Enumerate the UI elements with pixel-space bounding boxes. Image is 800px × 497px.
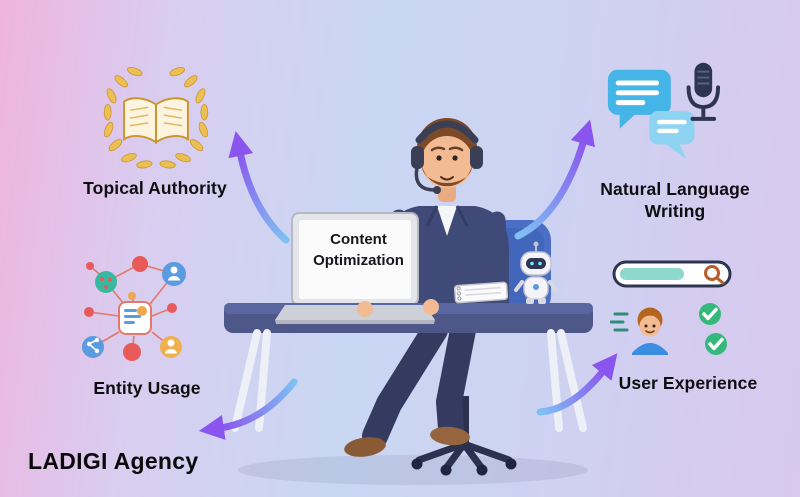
entity-usage-icon: [76, 250, 196, 374]
robot-figure: [514, 241, 558, 304]
arrow-to-natural-language-writing: [514, 119, 595, 240]
person-at-desk-illustration: [213, 78, 595, 492]
person-at-desk-svg: [224, 118, 593, 485]
user-avatar: [632, 307, 668, 355]
entity-usage-label: Entity Usage: [93, 378, 201, 398]
microphone: [686, 62, 721, 121]
laptop: [291, 212, 419, 306]
headset: [411, 120, 483, 194]
beard: [422, 166, 472, 187]
user-experience-label: User Experience: [618, 373, 758, 393]
laurel-wreath: [103, 67, 209, 169]
arrow-to-topical-authority: [228, 131, 290, 244]
natural-language-writing-label: Natural Language Writing: [600, 179, 750, 222]
left-hand: [357, 301, 373, 317]
user-experience-icon: [610, 256, 742, 368]
person-legs: [344, 317, 476, 457]
brand-text: LADIGI Agency: [28, 448, 199, 474]
laptop-screen-line2: Optimization: [313, 252, 404, 269]
search-bar: [612, 260, 732, 288]
left-shoe: [344, 437, 386, 457]
laptop-base: [275, 299, 439, 324]
laptop-screen-text: Content Optimization: [299, 229, 418, 271]
arrow-to-entity-usage: [198, 378, 298, 440]
headset-mic: [433, 186, 441, 194]
natural-language-writing-icon: [602, 57, 722, 165]
laptop-screen: [299, 220, 411, 299]
floor-shadow: [238, 455, 588, 485]
right-hand: [423, 299, 439, 315]
speed-lines: [610, 312, 629, 332]
topical-authority-icon: [98, 60, 214, 178]
arrow-to-user-experience: [536, 353, 618, 416]
notebook: [453, 281, 509, 304]
topical-authority-label: Topical Authority: [83, 178, 227, 198]
desk-legs: [231, 329, 587, 432]
chat-bubbles: [607, 69, 695, 160]
right-shoe: [430, 426, 470, 446]
laptop-screen-line1: Content: [330, 231, 387, 248]
checkmarks: [699, 303, 727, 355]
open-book: [123, 97, 189, 145]
network-nodes: [82, 256, 186, 361]
